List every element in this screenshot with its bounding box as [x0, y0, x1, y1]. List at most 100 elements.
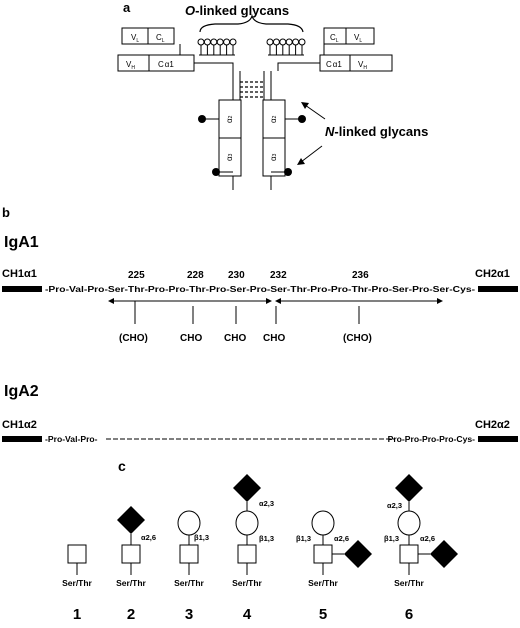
sialic-acid-diamond-icon [344, 540, 372, 568]
right-fab: CL VL Cα1 VH [277, 27, 393, 72]
n-glycan-dot-icon [212, 168, 220, 176]
structure-number: 5 [319, 606, 327, 623]
arrowhead-icon [275, 298, 281, 304]
hinge-region [232, 71, 272, 100]
panel-a-label: a [123, 0, 131, 15]
svg-text:CL: CL [330, 33, 339, 44]
iga1-repeat-arrows [108, 298, 443, 304]
anchor-label: Ser/Thr [116, 578, 146, 588]
position-225: 225 [128, 270, 145, 281]
ch2a2-bar [478, 436, 518, 442]
cho-232: CHO [263, 333, 285, 344]
linkage-label: β1,3 [296, 534, 311, 543]
left-fab: VL CL VH Cα1 [117, 27, 234, 72]
ch2a1-label: CH2α1 [475, 268, 510, 280]
galnac-square-icon [399, 544, 419, 564]
galnac-square-icon [179, 544, 199, 564]
cho-225: (CHO) [119, 333, 148, 344]
sialic-acid-diamond-icon [233, 474, 261, 502]
position-236: 236 [352, 270, 369, 281]
glycan-structure-1: Ser/Thr 1 [62, 544, 93, 623]
ch1a1-label: CH1α1 [2, 268, 37, 280]
cho-236: (CHO) [343, 333, 372, 344]
iga2-sequence-left: -Pro-Val-Pro- [45, 434, 98, 444]
n-glycan-arrow-lower [300, 145, 323, 163]
o-glycan-circle-icon [279, 38, 287, 46]
glycan-structure-6: α2,3 β1,3 α2,6 Ser/Thr 6 [384, 474, 458, 623]
svg-text:VH: VH [358, 60, 367, 71]
n-glycan-dot-icon [284, 168, 292, 176]
sialic-acid-diamond-icon [430, 540, 458, 568]
structure-number: 4 [243, 606, 252, 623]
iga2-title: IgA2 [4, 383, 39, 400]
n-letter: N [325, 124, 335, 139]
anchor-label: Ser/Thr [308, 578, 338, 588]
svg-text:CL: CL [156, 33, 165, 44]
glycan-structure-4: α2,3 β1,3 Ser/Thr 4 [232, 474, 274, 623]
panel-c-label: c [118, 458, 126, 474]
ch2a2-label: CH2α2 [475, 419, 510, 431]
anchor-label: Ser/Thr [394, 578, 424, 588]
o-glycan-circle-icon [216, 38, 224, 46]
linkage-label: α2,6 [141, 533, 156, 542]
svg-text:VH: VH [126, 60, 135, 71]
linkage-label: α2,3 [259, 499, 274, 508]
anchor-label: Ser/Thr [232, 578, 262, 588]
linkage-label: α2,6 [334, 534, 349, 543]
svg-text:VL: VL [131, 33, 139, 44]
galnac-square-icon [313, 544, 333, 564]
arrowhead-icon [266, 298, 272, 304]
n-glycan-arrow-upper [304, 104, 326, 120]
o-glycan-circle-icon [203, 38, 211, 46]
svg-text:α2: α2 [269, 115, 278, 123]
position-228: 228 [187, 270, 204, 281]
structure-number: 3 [185, 606, 193, 623]
galactose-circle-icon [311, 510, 335, 536]
o-glycan-circle-icon [292, 38, 300, 46]
o-glycan-circle-icon [298, 38, 306, 46]
o-glycan-circle-icon [197, 38, 205, 46]
ch2a1-bar [478, 286, 518, 292]
right-light-chain [323, 27, 375, 45]
linkage-label: α2,6 [420, 534, 435, 543]
arrowhead-icon [108, 298, 114, 304]
structure-number: 2 [127, 606, 135, 623]
linkage-label: β1,3 [259, 534, 274, 543]
iga2-sequence-right: Pro-Pro-Pro-Pro-Cys- [388, 434, 476, 444]
galnac-square-icon [237, 544, 257, 564]
o-glycan-circle-icon [229, 38, 237, 46]
galactose-circle-icon [177, 510, 201, 536]
ch1a2-label: CH1α2 [2, 419, 37, 431]
structure-number: 1 [73, 606, 81, 623]
sialic-acid-diamond-icon [117, 506, 145, 534]
fc-region: α2 α3 α2 α3 [218, 99, 286, 190]
o-linked-title: O-linked glycans [185, 3, 289, 18]
structure-number: 6 [405, 606, 413, 623]
cho-site-markers [134, 301, 360, 324]
svg-text:Cα1: Cα1 [326, 60, 342, 69]
svg-text:VL: VL [354, 33, 362, 44]
o-glycan-group [197, 38, 306, 56]
o-glycan-circle-icon [223, 38, 231, 46]
n-rest: -linked glycans [334, 124, 428, 139]
n-glycan-dot-icon [298, 115, 306, 123]
svg-text:α3: α3 [225, 153, 234, 161]
svg-text:α2: α2 [225, 115, 234, 123]
o-glycan-circle-icon [266, 38, 274, 46]
right-ca3-domain [262, 137, 286, 177]
cho-228: CHO [180, 333, 202, 344]
ch1a1-bar [2, 286, 42, 292]
glycan-structure-2: α2,6 Ser/Thr 2 [116, 506, 156, 623]
linkage-label: β1,3 [194, 533, 209, 542]
sialic-acid-diamond-icon [395, 474, 423, 502]
position-232: 232 [270, 270, 287, 281]
o-glycan-circle-icon [285, 38, 293, 46]
galactose-circle-icon [235, 510, 259, 536]
svg-text:α3: α3 [269, 153, 278, 161]
n-linked-title: N-linked glycans [325, 124, 428, 139]
linkage-label: β1,3 [384, 534, 399, 543]
anchor-label: Ser/Thr [62, 578, 92, 588]
o-glycan-circle-icon [272, 38, 280, 46]
anchor-label: Ser/Thr [174, 578, 204, 588]
